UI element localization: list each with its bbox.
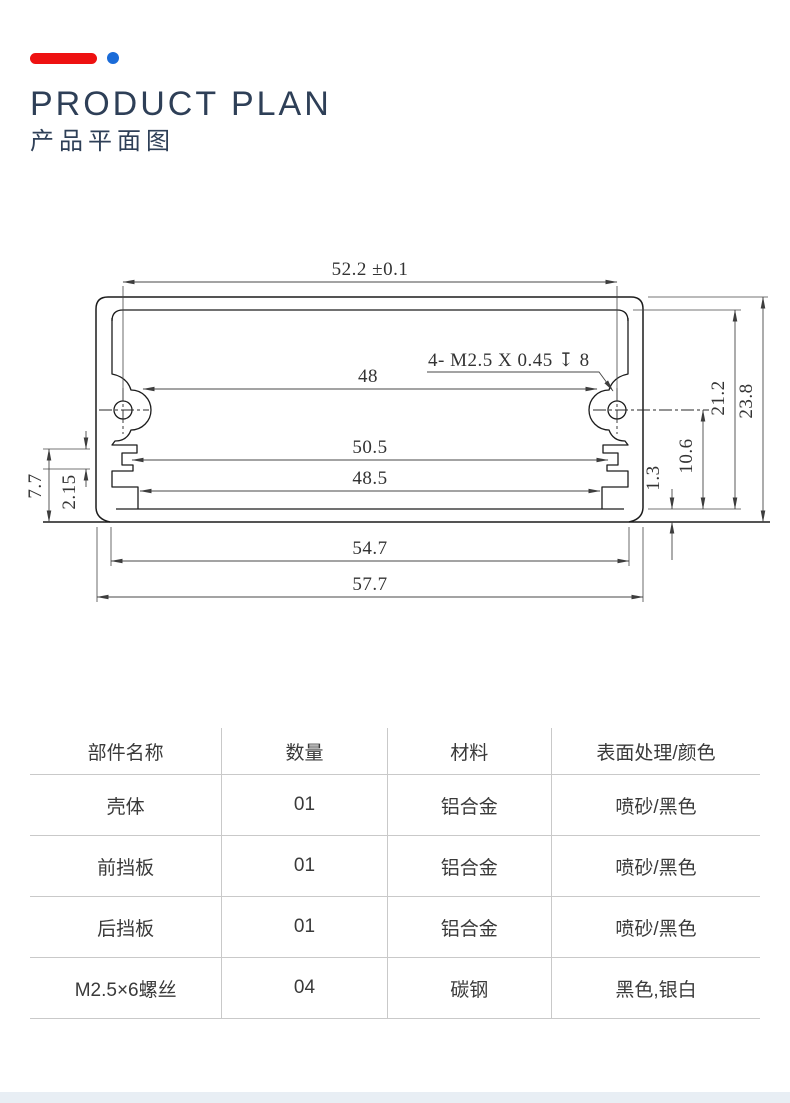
cell-material: 铝合金: [387, 835, 552, 897]
dim-boss-center-height: 10.6: [676, 438, 697, 473]
dim-groove-height: 2.15: [59, 474, 80, 509]
cell-quantity: 01: [221, 896, 388, 958]
dim-boss-span: 52.2 ±0.1: [332, 259, 409, 280]
cell-part-name: 后挡板: [30, 896, 223, 958]
dim-wall-thickness: 1.3: [643, 465, 664, 490]
footer-bar: [0, 1092, 790, 1103]
cell-quantity: 01: [221, 835, 388, 897]
cell-finish-color: 喷砂/黑色: [551, 835, 760, 897]
cell-quantity: 04: [221, 957, 388, 1019]
dim-inner-width: 48: [358, 366, 378, 387]
spec-table-header-row: 部件名称 数量 材料 表面处理/颜色: [30, 728, 760, 775]
col-header-material: 材料: [387, 728, 552, 775]
cell-part-name: 壳体: [30, 774, 223, 836]
cell-material: 铝合金: [387, 774, 552, 836]
table-row: 壳体 01 铝合金 喷砂/黑色: [30, 774, 760, 836]
center-lines: [99, 388, 709, 434]
cell-quantity: 01: [221, 774, 388, 836]
cell-finish-color: 喷砂/黑色: [551, 896, 760, 958]
col-header-finish-color: 表面处理/颜色: [551, 728, 760, 775]
page-title: PRODUCT PLAN: [30, 85, 332, 123]
page-subtitle: 产品平面图: [30, 128, 175, 155]
technical-drawing: 52.2 ±0.1 4- M2.5 X 0.45 ↧ 8 48 50.5 48.…: [25, 259, 770, 602]
cell-material: 碳钢: [387, 957, 552, 1019]
dim-lower-width: 48.5: [352, 468, 387, 489]
table-row: 前挡板 01 铝合金 喷砂/黑色: [30, 835, 760, 897]
dim-groove-width: 50.5: [352, 437, 387, 458]
table-row: 后挡板 01 铝合金 喷砂/黑色: [30, 896, 760, 958]
blue-dot-accent: [107, 52, 119, 64]
page-header: PRODUCT PLAN 产品平面图: [30, 52, 332, 156]
cell-part-name: 前挡板: [30, 835, 223, 897]
header-accent-marks: [30, 52, 332, 64]
dimension-lines: 52.2 ±0.1 4- M2.5 X 0.45 ↧ 8 48 50.5 48.…: [25, 259, 768, 602]
dim-overall-width: 57.7: [352, 574, 387, 595]
col-header-quantity: 数量: [221, 728, 388, 775]
screw-thread-note: 4- M2.5 X 0.45 ↧ 8: [428, 350, 590, 371]
cell-part-name: M2.5×6螺丝: [30, 957, 223, 1019]
col-header-part-name: 部件名称: [30, 728, 223, 775]
dim-base-width: 54.7: [352, 538, 387, 559]
dim-inner-height: 21.2: [708, 380, 729, 415]
cell-finish-color: 黑色,银白: [551, 957, 760, 1019]
dim-overall-height: 23.8: [736, 383, 757, 418]
red-dash-accent: [30, 52, 97, 64]
cell-material: 铝合金: [387, 896, 552, 958]
spec-table: 部件名称 数量 材料 表面处理/颜色 壳体 01 铝合金 喷砂/黑色 前挡板 0…: [30, 728, 760, 1019]
dim-side-height: 7.7: [25, 473, 46, 498]
table-row: M2.5×6螺丝 04 碳钢 黑色,银白: [30, 957, 760, 1019]
cell-finish-color: 喷砂/黑色: [551, 774, 760, 836]
